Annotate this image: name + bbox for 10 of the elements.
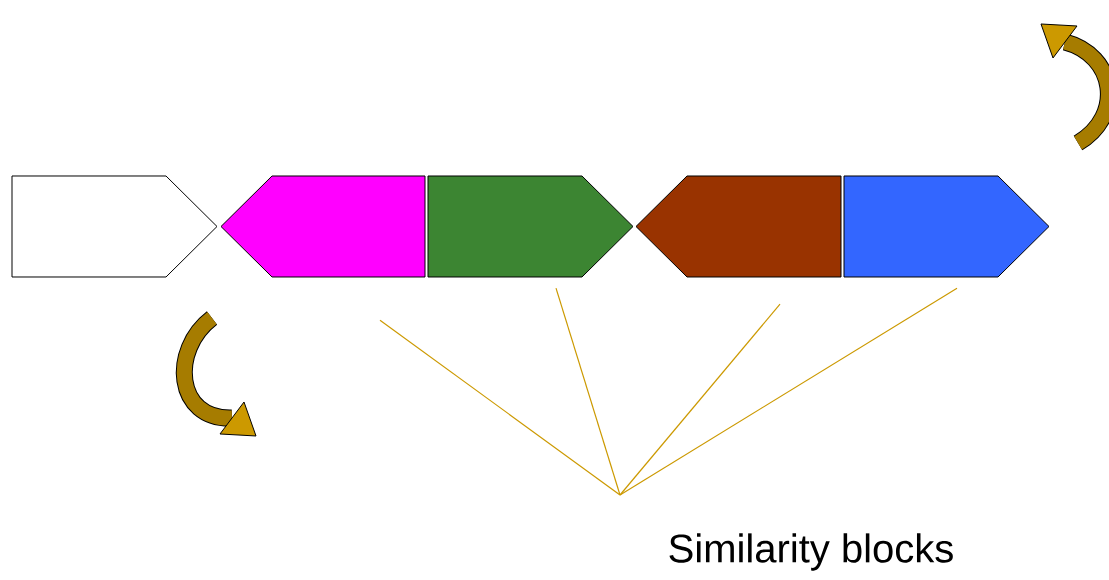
arrow-block [635, 175, 842, 278]
leader-line [619, 303, 781, 496]
arrow-block [11, 175, 218, 278]
leader-line [619, 287, 958, 496]
arrow-block [427, 175, 634, 278]
leader-line [555, 287, 621, 496]
arrow-block [220, 175, 426, 278]
caption-text: Similarity blocks [669, 533, 953, 571]
arrow-block [843, 175, 1050, 278]
leader-line [379, 319, 621, 496]
